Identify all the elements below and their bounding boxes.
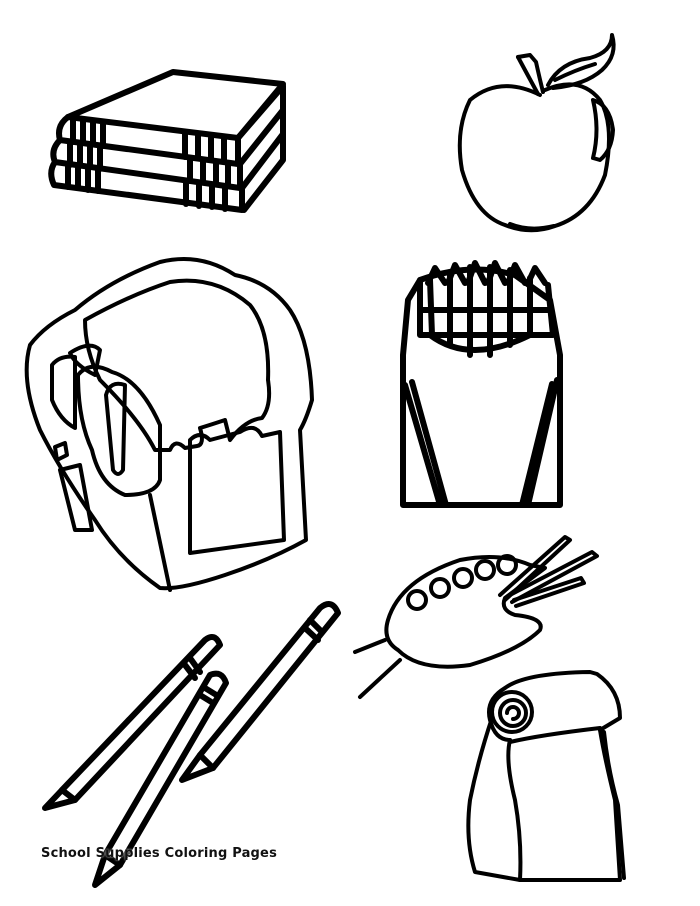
pencils-icon	[42, 601, 341, 888]
books-icon	[48, 69, 286, 213]
paper-bag-icon	[466, 670, 626, 882]
palette-icon	[353, 535, 599, 699]
backpack-icon	[24, 257, 314, 592]
apple-icon	[457, 33, 616, 233]
page-caption: School Supplies Coloring Pages	[41, 846, 278, 861]
crayon-box-icon	[400, 260, 563, 508]
